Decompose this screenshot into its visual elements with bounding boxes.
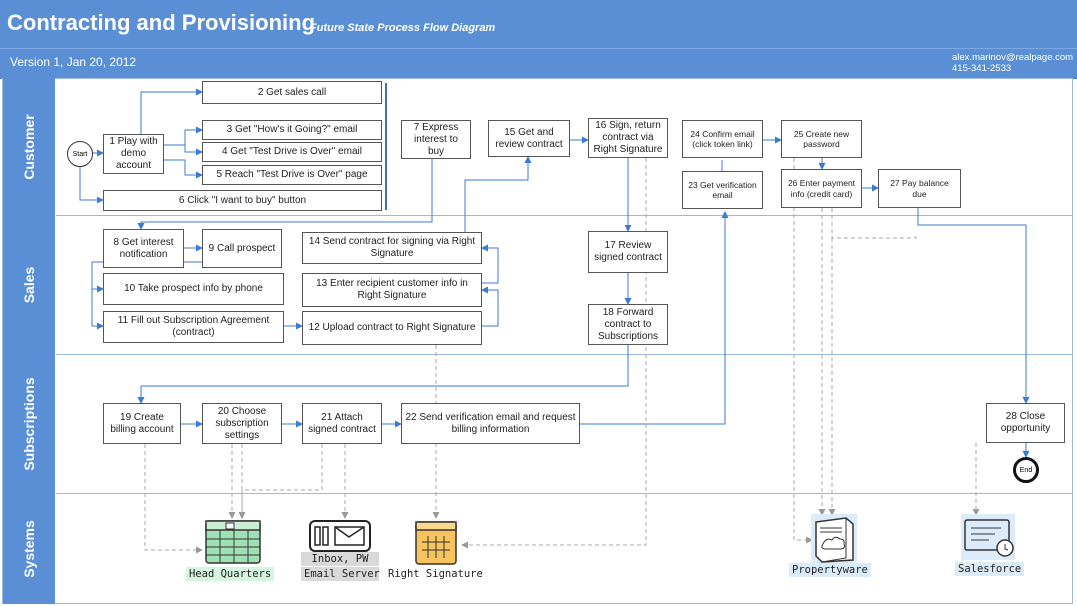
step-27-pay-balance: 27 Pay balance due bbox=[878, 169, 961, 208]
right-signature-icon bbox=[414, 520, 458, 566]
diagram-title: Contracting and Provisioning bbox=[7, 10, 316, 35]
step-4-test-drive-over-email: 4 Get "Test Drive is Over" email bbox=[202, 142, 382, 162]
step-14-send-contract: 14 Send contract for signing via Right S… bbox=[302, 232, 482, 264]
step-20-subscription-settings: 20 Choose subscription settings bbox=[202, 403, 282, 444]
step-9-call-prospect: 9 Call prospect bbox=[202, 229, 282, 268]
step-6-want-to-buy-button: 6 Click "I want to buy" button bbox=[103, 190, 382, 211]
email-server-icon bbox=[309, 520, 371, 552]
lane-sales: Sales bbox=[3, 215, 55, 355]
swimlane-boundary-marker bbox=[385, 83, 387, 210]
header-bar: Contracting and Provisioning Future Stat… bbox=[0, 0, 1077, 79]
system-right-signature: Right Signature bbox=[388, 568, 483, 580]
end-node: End bbox=[1013, 457, 1039, 483]
propertyware-server-icon bbox=[811, 514, 857, 564]
step-22-send-verification: 22 Send verification email and request b… bbox=[401, 403, 580, 444]
lane-systems: Systems bbox=[3, 493, 55, 604]
step-23-verification-email: 23 Get verification email bbox=[682, 171, 763, 209]
system-email-inbox: Inbox, PW bbox=[301, 552, 379, 566]
start-node: Start bbox=[67, 141, 93, 167]
diagram-subtitle: Future State Process Flow Diagram bbox=[310, 22, 496, 34]
step-2-sales-call: 2 Get sales call bbox=[202, 81, 382, 104]
lane-customer: Customer bbox=[3, 78, 55, 216]
step-1-play-demo: 1 Play with demo account bbox=[103, 134, 164, 174]
step-10-take-prospect-info: 10 Take prospect info by phone bbox=[103, 273, 284, 305]
step-18-forward-contract: 18 Forward contract to Subscriptions bbox=[588, 304, 668, 345]
step-11-fill-subscription-agreement: 11 Fill out Subscription Agreement (cont… bbox=[103, 311, 284, 343]
step-24-confirm-email: 24 Confirm email (click token link) bbox=[682, 120, 763, 158]
step-25-create-password: 25 Create new password bbox=[781, 120, 862, 158]
step-8-interest-notification: 8 Get interest notification bbox=[103, 229, 184, 268]
step-12-upload-contract: 12 Upload contract to Right Signature bbox=[302, 311, 482, 345]
step-5-test-drive-over-page: 5 Reach "Test Drive is Over" page bbox=[202, 165, 382, 185]
diagram-frame bbox=[2, 78, 1073, 604]
author-email: alex.marinov@realpage.com bbox=[952, 52, 1074, 63]
step-13-enter-recipient-info: 13 Enter recipient customer info in Righ… bbox=[302, 273, 482, 307]
step-28-close-opportunity: 28 Close opportunity bbox=[986, 403, 1065, 443]
step-15-review-contract: 15 Get and review contract bbox=[488, 120, 570, 157]
step-16-sign-return-contract: 16 Sign, return contract via Right Signa… bbox=[588, 118, 668, 158]
step-3-hows-it-going-email: 3 Get "How's it Going?" email bbox=[202, 120, 382, 140]
step-21-attach-contract: 21 Attach signed contract bbox=[302, 403, 382, 444]
salesforce-card-icon bbox=[961, 514, 1015, 560]
author-phone: 415-341-2533 bbox=[952, 63, 1012, 74]
system-email-server: Email Server bbox=[301, 567, 380, 581]
spreadsheet-icon bbox=[204, 519, 262, 565]
system-head-quarters: Head Quarters bbox=[186, 567, 275, 581]
step-26-payment-info: 26 Enter payment info (credit card) bbox=[781, 169, 862, 208]
version-text: Version 1, Jan 20, 2012 bbox=[10, 55, 137, 69]
system-propertyware: Propertyware bbox=[789, 563, 871, 577]
step-17-review-signed-contract: 17 Review signed contract bbox=[588, 231, 668, 273]
header-divider bbox=[0, 48, 1077, 49]
system-salesforce: Salesforce bbox=[955, 562, 1025, 576]
lane-divider bbox=[56, 493, 1073, 494]
lane-divider bbox=[56, 215, 1073, 216]
lane-divider bbox=[56, 354, 1073, 355]
step-19-create-billing-account: 19 Create billing account bbox=[103, 403, 181, 444]
step-7-express-interest: 7 Express interest to buy bbox=[401, 120, 471, 159]
